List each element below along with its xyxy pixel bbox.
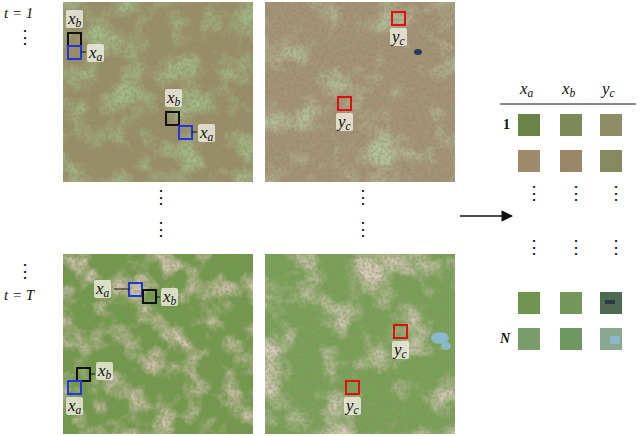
patch-label: xa [94,280,111,298]
column-header: xb [562,80,575,97]
patch-label: xb [161,288,178,306]
ellipsis: ⋮ [567,184,585,202]
ellipsis: ⋮ [152,220,170,238]
patch-label: xa [87,44,104,62]
column-header: xa [520,80,533,97]
column-header: yc [602,80,615,97]
row-number: N [500,332,510,346]
patch-label: xa [198,124,215,142]
ellipsis: ⋮ [354,188,372,206]
patch-label: yc [344,397,361,415]
ellipsis: ⋮ [525,238,543,256]
patch-label: yc [390,28,407,46]
ellipsis: ⋮ [525,184,543,202]
ellipsis: ⋮ [16,28,34,46]
patch-label: yc [392,341,409,359]
ellipsis: ⋮ [607,184,625,202]
ellipsis: ⋮ [354,220,372,238]
ellipsis: ⋮ [152,188,170,206]
patch-label: yc [336,113,353,131]
time-label: t = 1 [4,6,33,21]
patch-label: xb [165,89,182,107]
row-number: 1 [503,118,510,132]
patch-label: xa [66,397,83,415]
ellipsis: ⋮ [567,238,585,256]
time-label: t = T [4,288,34,303]
ellipsis: ⋮ [16,262,34,280]
ellipsis: ⋮ [607,238,625,256]
patch-label: xb [96,362,113,380]
patch-label: xb [66,10,83,28]
